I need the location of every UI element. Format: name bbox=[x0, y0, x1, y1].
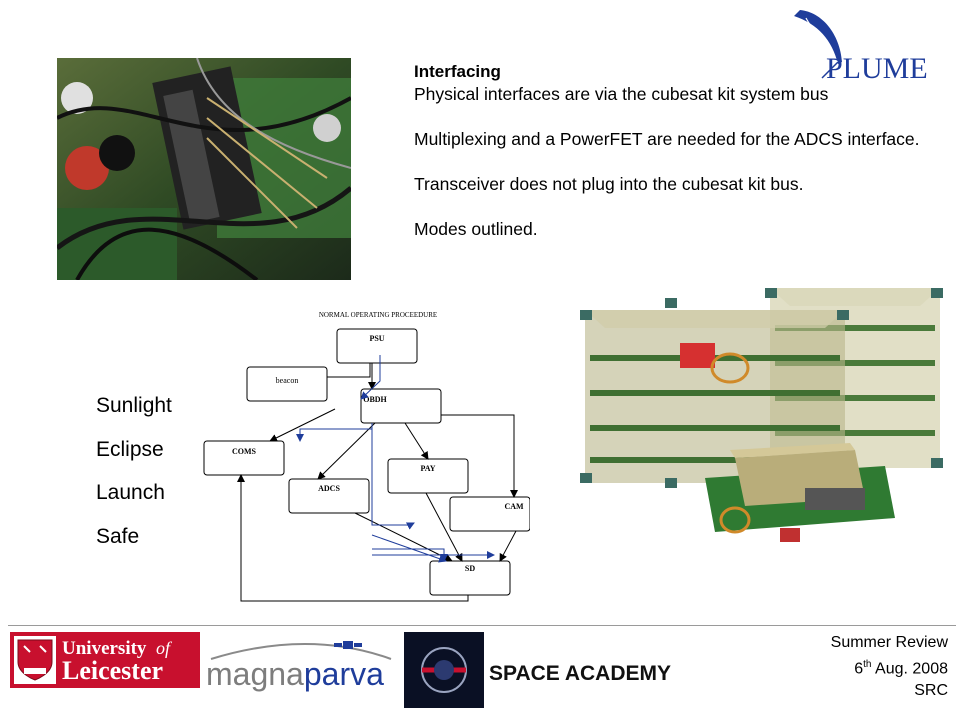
plume-wordmark: PLUME bbox=[826, 52, 928, 84]
mode-item: Launch bbox=[96, 481, 165, 504]
node-adcs bbox=[288, 478, 370, 514]
review-title: Summer Review bbox=[830, 634, 948, 651]
space-academy-label: SPACE ACADEMY bbox=[489, 662, 672, 685]
label-coms: COMS bbox=[232, 447, 257, 456]
node-psu bbox=[336, 328, 418, 364]
magna-word: magna bbox=[206, 656, 304, 692]
paragraph-transceiver: Transceiver does not plug into the cubes… bbox=[414, 174, 804, 194]
parva-word: parva bbox=[304, 656, 384, 692]
university-of-word: of bbox=[156, 638, 173, 658]
plume-logo: PLUME bbox=[782, 4, 950, 89]
review-date: 6th Aug. 2008 bbox=[854, 659, 948, 678]
university-leicester-logo: University of Leicester bbox=[10, 632, 200, 688]
cubesat-render bbox=[565, 288, 945, 561]
space-centre-logo bbox=[404, 632, 484, 708]
paragraph-physical: Physical interfaces are via the cubesat … bbox=[414, 84, 829, 104]
review-info: Summer Review 6th Aug. 2008 SRC bbox=[831, 632, 948, 702]
label-sd: SD bbox=[465, 564, 475, 573]
label-obdh: OBDH bbox=[363, 395, 387, 404]
svg-text:magnaparva: magnaparva bbox=[206, 656, 384, 692]
label-adcs: ADCS bbox=[318, 484, 340, 493]
label-pay: PAY bbox=[420, 464, 435, 473]
label-psu: PSU bbox=[369, 334, 384, 343]
label-beacon: beacon bbox=[276, 376, 299, 385]
node-obdh bbox=[360, 388, 442, 424]
node-sd bbox=[429, 560, 511, 596]
magnaparva-logo: magnaparva bbox=[206, 633, 396, 700]
mode-item: Eclipse bbox=[96, 437, 164, 461]
mode-item: Safe bbox=[96, 524, 140, 548]
interfacing-text: Interfacing Physical interfaces are via … bbox=[414, 60, 924, 263]
leicester-word: Leicester bbox=[62, 656, 163, 685]
review-org: SRC bbox=[914, 682, 948, 700]
mode-item: Sunlight bbox=[96, 394, 172, 417]
paragraph-modes: Modes outlined. bbox=[414, 219, 538, 239]
footer-divider bbox=[8, 625, 956, 626]
university-word: University bbox=[62, 638, 147, 659]
diagram-title: NORMAL OPERATING PROCEEDURE bbox=[319, 311, 437, 319]
label-cam: CAM bbox=[504, 502, 524, 511]
node-beacon bbox=[246, 366, 328, 402]
operating-procedure-diagram: NORMAL OPERATING PROCEEDURE PSU beacon O… bbox=[200, 305, 531, 610]
mode-list: Sunlight Eclipse Launch Safe bbox=[96, 384, 172, 558]
interfacing-heading: Interfacing bbox=[414, 62, 501, 81]
satellite-icon bbox=[334, 641, 362, 649]
paragraph-multiplexing: Multiplexing and a PowerFET are needed f… bbox=[414, 129, 920, 149]
connector-photo bbox=[57, 58, 351, 280]
